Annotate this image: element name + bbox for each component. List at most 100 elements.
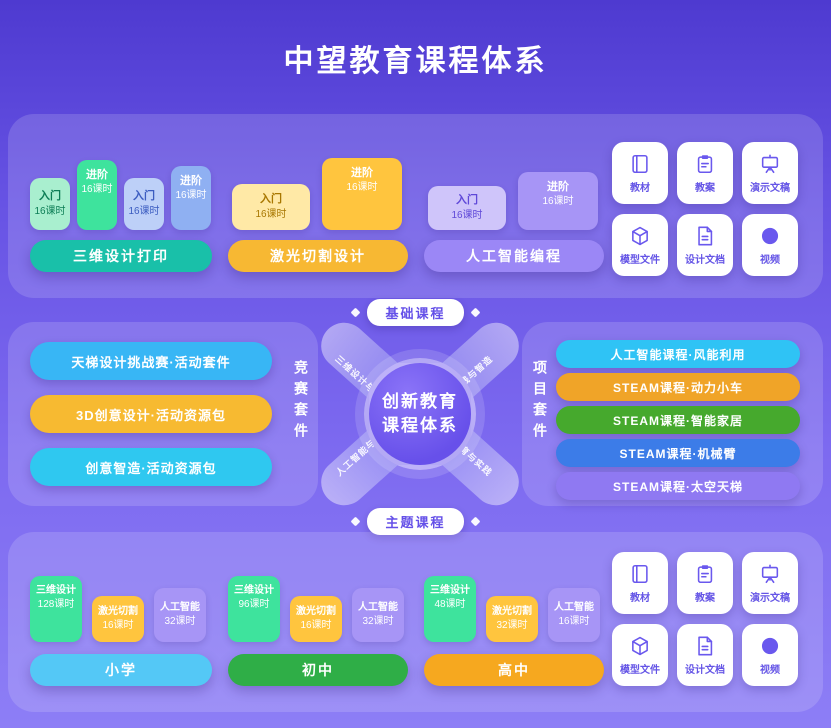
pill-course: 人工智能 — [358, 602, 398, 613]
diamond-icon — [351, 516, 361, 527]
level-pill: 进阶 16课时 — [518, 172, 598, 230]
level-pill: 进阶 16课时 — [77, 160, 117, 230]
connector-basic-courses: 基础课程 — [0, 299, 831, 326]
course-button-3d-design-printing[interactable]: 三维设计打印 — [30, 240, 212, 272]
pill-level: 进阶 — [86, 169, 108, 181]
kit-button-steam-power-car[interactable]: STEAM课程·动力小车 — [556, 373, 800, 401]
course-button-ai-programming[interactable]: 人工智能编程 — [424, 240, 604, 272]
pill-course: 激光切割 — [98, 606, 138, 617]
resource-card-design-doc[interactable]: 设计文档 — [677, 624, 733, 686]
diamond-icon — [470, 307, 480, 318]
resource-card-design-doc[interactable]: 设计文档 — [677, 214, 733, 276]
level-pill: 入门 16课时 — [232, 184, 310, 230]
resource-label: 模型文件 — [620, 664, 660, 676]
competition-kit-label: 竞赛套件 — [293, 360, 309, 444]
resource-label: 设计文档 — [685, 254, 725, 266]
hub-circle: 创新教育 课程体系 — [364, 358, 476, 470]
pill-hours: 16课时 — [34, 205, 66, 217]
pill-hours: 16课时 — [128, 205, 160, 217]
hub-diagram: 三维设计与打印 创意实践与智造 人工智能与编程 劳动教育与实践 创新教育 课程体… — [311, 313, 529, 515]
pill-hours: 16课时 — [300, 620, 332, 631]
pill-level: 入门 — [260, 193, 282, 206]
page-title: 中望教育课程体系 — [283, 45, 548, 78]
pill-course: 激光切割 — [296, 606, 336, 617]
pill-hours: 48课时 — [434, 599, 466, 610]
theme-pill: 人工智能 32课时 — [352, 588, 404, 642]
resource-label: 教案 — [695, 182, 715, 194]
hub-title-line1: 创新教育 — [382, 392, 458, 412]
resource-card-model-file[interactable]: 模型文件 — [612, 214, 668, 276]
pill-course: 三维设计 — [36, 585, 76, 596]
theme-pill: 三维设计 128课时 — [30, 576, 82, 642]
pill-hours: 16课时 — [175, 190, 207, 202]
theme-pill: 激光切割 16课时 — [92, 596, 144, 642]
resource-card-model-file[interactable]: 模型文件 — [612, 624, 668, 686]
resource-card-presentation[interactable]: 演示文稿 — [742, 552, 798, 614]
pill-course: 三维设计 — [234, 585, 274, 596]
pill-course: 三维设计 — [430, 585, 470, 596]
kit-button-ai-wind-energy[interactable]: 人工智能课程·风能利用 — [556, 340, 800, 368]
book-icon — [629, 563, 651, 585]
level-button-middle-school[interactable]: 初中 — [228, 654, 408, 686]
kit-button-ladder-challenge[interactable]: 天梯设计挑战赛·活动套件 — [30, 342, 272, 380]
diamond-icon — [470, 516, 480, 527]
resource-card-presentation[interactable]: 演示文稿 — [742, 142, 798, 204]
kit-button-creative-making[interactable]: 创意智造·活动资源包 — [30, 448, 272, 486]
resource-card-lesson-plan[interactable]: 教案 — [677, 552, 733, 614]
design-doc-icon — [694, 225, 716, 247]
resource-card-textbook[interactable]: 教材 — [612, 142, 668, 204]
lesson-plan-icon — [694, 153, 716, 175]
presentation-icon — [759, 563, 781, 585]
pill-hours: 16课时 — [542, 196, 574, 208]
resource-card-textbook[interactable]: 教材 — [612, 552, 668, 614]
model-file-icon — [629, 635, 651, 657]
level-pill: 入门 16课时 — [30, 178, 70, 230]
pill-hours: 16课时 — [255, 208, 287, 220]
pill-hours: 32课时 — [362, 616, 394, 627]
pill-course: 激光切割 — [492, 606, 532, 617]
pill-level: 进阶 — [180, 175, 202, 187]
hub-title-line2: 课程体系 — [382, 415, 458, 435]
design-doc-icon — [694, 635, 716, 657]
pill-level: 进阶 — [547, 181, 569, 193]
theme-pill: 三维设计 48课时 — [424, 576, 476, 642]
resource-label: 演示文稿 — [750, 592, 790, 604]
resource-label: 模型文件 — [620, 254, 660, 266]
pill-level: 进阶 — [351, 167, 373, 179]
course-button-laser-cutting-design[interactable]: 激光切割设计 — [228, 240, 408, 272]
resource-label: 教案 — [695, 592, 715, 604]
level-pill: 进阶 16课时 — [171, 166, 211, 230]
level-button-primary-school[interactable]: 小学 — [30, 654, 212, 686]
theme-pill: 激光切割 16课时 — [290, 596, 342, 642]
pill-hours: 16课时 — [451, 209, 483, 221]
resource-card-video[interactable]: 视频 — [742, 214, 798, 276]
book-icon — [629, 153, 651, 175]
level-button-high-school[interactable]: 高中 — [424, 654, 604, 686]
pill-hours: 32课时 — [496, 620, 528, 631]
connector-label: 基础课程 — [367, 299, 464, 326]
model-file-icon — [629, 225, 651, 247]
level-pill: 进阶 16课时 — [322, 158, 402, 230]
kit-button-steam-smart-home[interactable]: STEAM课程·智能家居 — [556, 406, 800, 434]
video-icon — [759, 635, 781, 657]
pill-course: 人工智能 — [554, 602, 594, 613]
resource-card-lesson-plan[interactable]: 教案 — [677, 142, 733, 204]
resource-label: 演示文稿 — [750, 182, 790, 194]
pill-hours: 128课时 — [37, 599, 75, 610]
theme-pill: 激光切割 32课时 — [486, 596, 538, 642]
pill-hours: 16课时 — [81, 184, 113, 196]
level-pill: 入门 16课时 — [428, 186, 506, 230]
resource-label: 教材 — [630, 592, 650, 604]
kit-button-steam-space-ladder[interactable]: STEAM课程·太空天梯 — [556, 472, 800, 500]
kit-button-3d-creative-design[interactable]: 3D创意设计·活动资源包 — [30, 395, 272, 433]
theme-pill: 三维设计 96课时 — [228, 576, 280, 642]
pill-hours: 96课时 — [238, 599, 270, 610]
lesson-plan-icon — [694, 563, 716, 585]
kit-button-steam-robotic-arm[interactable]: STEAM课程·机械臂 — [556, 439, 800, 467]
level-pill: 入门 16课时 — [124, 178, 164, 230]
resource-label: 教材 — [630, 182, 650, 194]
presentation-icon — [759, 153, 781, 175]
resource-card-video[interactable]: 视频 — [742, 624, 798, 686]
pill-hours: 16课时 — [346, 182, 378, 194]
